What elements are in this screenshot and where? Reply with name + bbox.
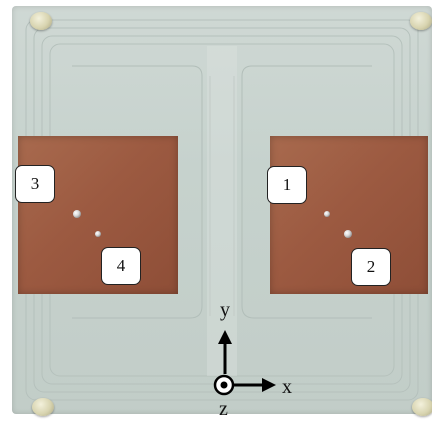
- corner-screw-top-right: [410, 12, 432, 30]
- feed-point-4: [95, 231, 101, 237]
- x-axis-label: x: [282, 376, 292, 398]
- z-axis-symbol: [213, 374, 235, 396]
- port-label-2: 2: [351, 248, 391, 286]
- feed-point-2: [344, 230, 352, 238]
- corner-screw-bottom-left: [32, 398, 54, 416]
- x-axis-arrow: [232, 378, 276, 392]
- feed-point-1: [324, 211, 330, 217]
- port-label-1: 1: [267, 166, 307, 204]
- corner-screw-bottom-right: [412, 398, 432, 416]
- copper-patch-right: [270, 136, 428, 294]
- y-axis-arrow: [218, 330, 232, 374]
- copper-patch-left: [18, 136, 178, 294]
- feed-point-3: [73, 210, 81, 218]
- port-label-3: 3: [15, 165, 55, 203]
- corner-screw-top-left: [30, 12, 52, 30]
- port-label-4: 4: [101, 247, 141, 285]
- y-axis-label: y: [220, 299, 230, 321]
- z-axis-label: z: [219, 398, 228, 420]
